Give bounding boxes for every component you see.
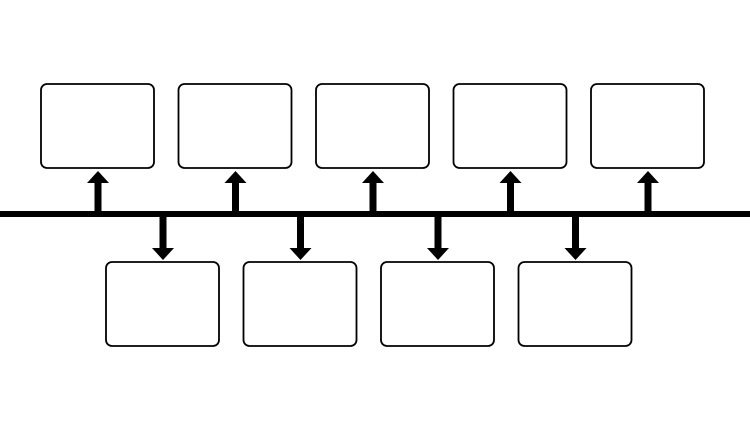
arrow-shaft (297, 214, 304, 249)
arrow-head-up-icon (499, 171, 522, 183)
arrow-down-3 (427, 214, 449, 260)
arrow-shaft (94, 182, 102, 214)
event-box-frame (105, 261, 220, 347)
event-box-above-4 (452, 83, 568, 169)
arrow-head-up-icon (637, 171, 659, 183)
arrow-down-1 (152, 214, 174, 260)
arrow-head-down-icon (427, 248, 449, 260)
arrow-up-4 (499, 171, 522, 214)
arrow-down-4 (564, 214, 587, 260)
event-box-above-1 (40, 83, 155, 169)
event-box-frame (315, 83, 430, 169)
event-box-frame (517, 261, 633, 347)
event-box-above-5 (590, 83, 705, 169)
event-box-frame (380, 261, 495, 347)
event-box-frame (242, 261, 358, 347)
arrow-shaft (369, 182, 377, 214)
arrow-up-5 (637, 171, 659, 214)
event-box-frame (452, 83, 568, 169)
event-box-above-2 (177, 83, 293, 169)
arrow-down-2 (289, 214, 312, 260)
arrow-shaft (572, 214, 579, 249)
arrow-shaft (434, 214, 442, 249)
arrow-head-down-icon (564, 248, 587, 260)
arrow-up-3 (362, 171, 384, 214)
event-box-frame (177, 83, 293, 169)
arrow-head-up-icon (87, 171, 109, 183)
arrow-shaft (644, 182, 652, 214)
event-box-below-4 (517, 261, 633, 347)
arrow-head-up-icon (362, 171, 384, 183)
event-box-frame (40, 83, 155, 169)
arrow-up-1 (87, 171, 109, 214)
arrow-head-down-icon (152, 248, 174, 260)
event-box-below-1 (105, 261, 220, 347)
event-box-above-3 (315, 83, 430, 169)
arrow-head-down-icon (289, 248, 312, 260)
event-box-frame (590, 83, 705, 169)
event-box-below-3 (380, 261, 495, 347)
arrow-shaft (232, 182, 239, 214)
arrow-shaft (507, 182, 514, 214)
arrow-up-2 (224, 171, 247, 214)
events-above (40, 83, 705, 214)
event-box-below-2 (242, 261, 358, 347)
arrow-head-up-icon (224, 171, 247, 183)
events-below (105, 214, 633, 347)
arrow-shaft (159, 214, 167, 249)
